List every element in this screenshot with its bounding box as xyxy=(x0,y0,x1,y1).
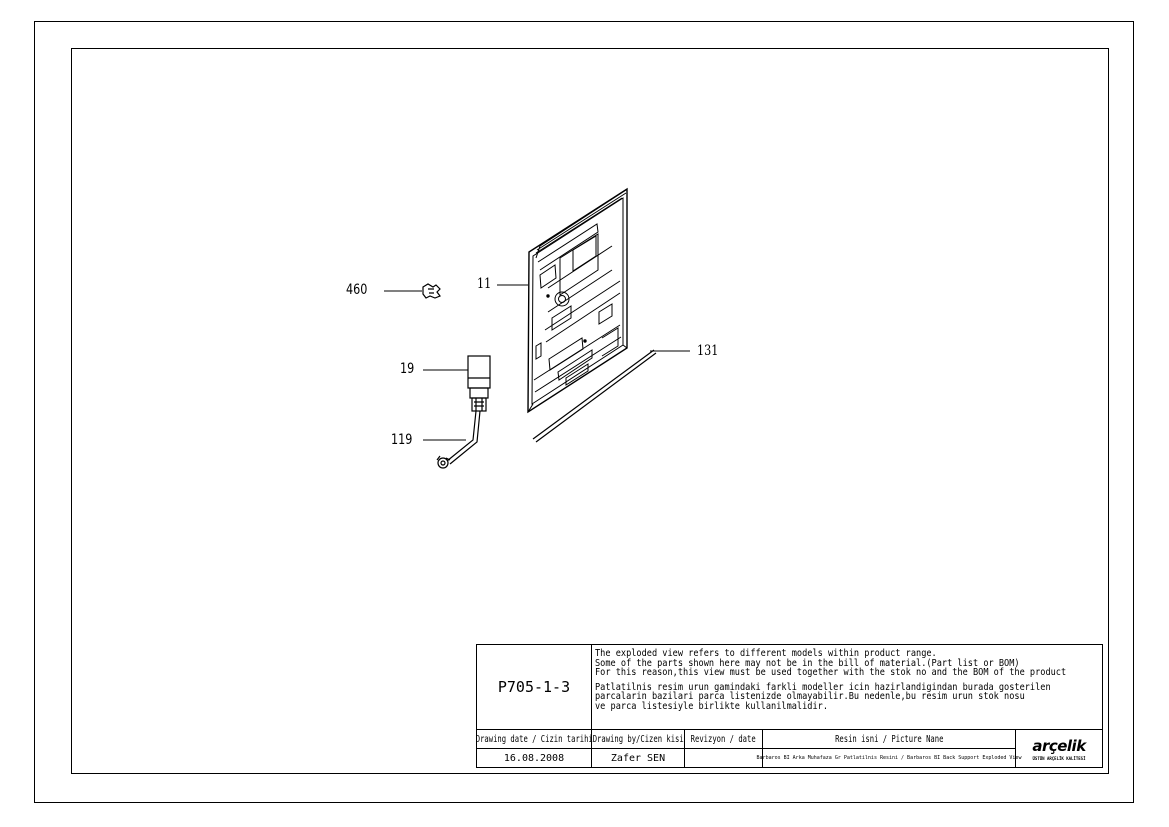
disclaimer-notes: The exploded view refers to different mo… xyxy=(592,645,1102,730)
header-revision: Revizyon / date xyxy=(685,730,763,749)
value-revision xyxy=(685,749,763,767)
note-tr-1: Patlatilnis resim urun gamindaki farkli … xyxy=(595,681,1051,693)
note-tr-3: ve parca listesiyle birlikte kullanilmal… xyxy=(595,700,829,712)
part-119-cable xyxy=(436,410,481,469)
part-19-bracket xyxy=(467,355,491,412)
callout-19: 19 xyxy=(400,361,415,377)
logo-wordmark: arçelik xyxy=(1032,736,1086,755)
part-11-back-panel xyxy=(527,187,628,414)
callout-460: 460 xyxy=(346,282,368,298)
header-drawing-date: Drawing date / Cizin tarihi xyxy=(475,730,593,749)
arcelik-logo: arçelik ÜSTÜN ARÇELİK KALİTESİ xyxy=(1016,730,1102,767)
note-en-3: For this reason,this view must be used t… xyxy=(595,667,1067,678)
drawing-code: P705-1-3 xyxy=(477,645,592,730)
value-drawing-by: Zafer SEN xyxy=(592,749,685,767)
note-tr-2: parcalarin bazilari parca listenizde olm… xyxy=(595,691,1025,702)
part-131-strip xyxy=(532,349,657,443)
outer-border xyxy=(34,21,1134,803)
inner-border xyxy=(71,48,1109,774)
header-picture-name: Resin isni / Picture Nane xyxy=(763,730,1016,749)
value-picture-name: Barbaros BI Arka Muhafaza Gr Patlatilnis… xyxy=(757,749,1021,767)
callout-119: 119 xyxy=(391,432,413,448)
logo-tagline: ÜSTÜN ARÇELİK KALİTESİ xyxy=(1032,755,1086,761)
header-drawing-by: Drawing by/Cizen kisi xyxy=(592,730,685,749)
callout-11: 11 xyxy=(477,276,492,292)
callout-131: 131 xyxy=(697,343,719,359)
part-460-clip xyxy=(422,283,441,299)
note-en-2: Some of the parts shown here may not be … xyxy=(595,657,1020,669)
value-drawing-date: 16.08.2008 xyxy=(477,749,592,767)
title-block: P705-1-3 The exploded view refers to dif… xyxy=(475,644,1103,768)
note-en-1: The exploded view refers to different mo… xyxy=(595,648,937,659)
